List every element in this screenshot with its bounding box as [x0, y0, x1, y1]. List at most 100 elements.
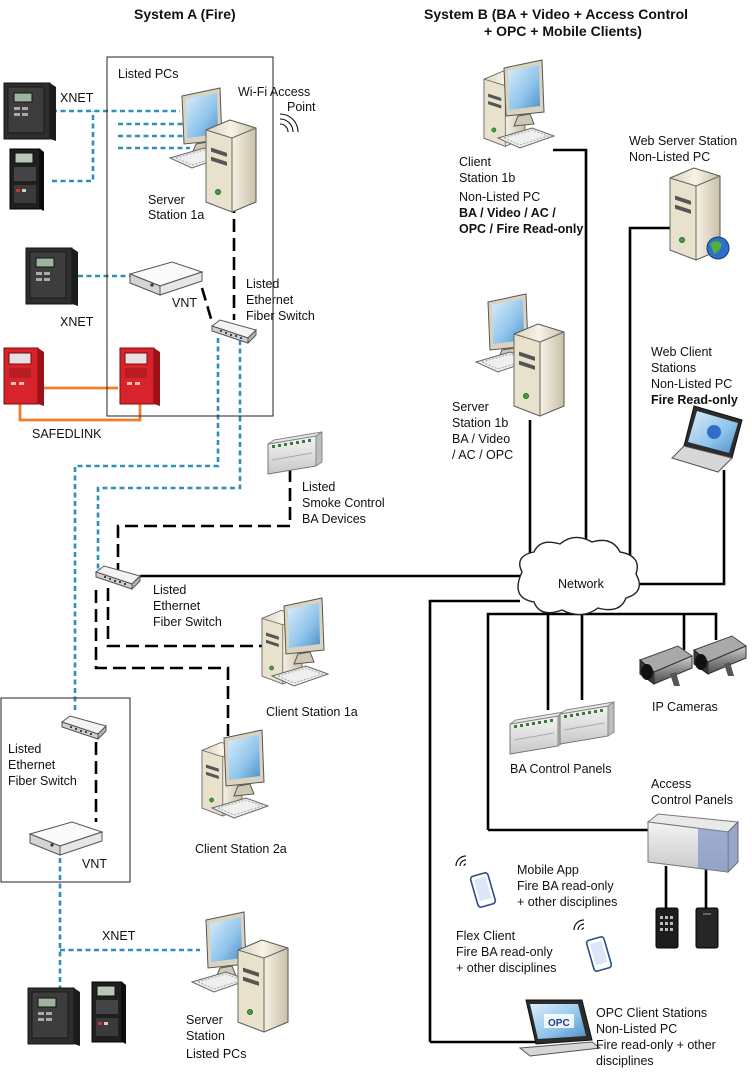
card-reader-icon[interactable] [695, 907, 719, 949]
fire-panel-red-icon[interactable] [3, 347, 45, 407]
wifi-icon [279, 113, 299, 133]
client-station-1a-label: Client Station 1a [266, 705, 358, 719]
fiber-down-1 [73, 338, 220, 712]
network-cloud-icon [517, 536, 640, 616]
flex-client-label: + other disciplines [456, 961, 556, 975]
vnt-icon[interactable] [129, 261, 203, 296]
network-bus [428, 599, 718, 1042]
wireless-icon [455, 855, 467, 867]
web-server-label: Web Server Station [629, 134, 737, 148]
smoke-control-label: Listed [302, 480, 335, 494]
fiber-down-2 [96, 340, 242, 572]
fire-panel-icon[interactable] [3, 82, 57, 142]
mobile-app-label: Mobile App [517, 863, 579, 877]
flex-client-label: Fire BA read-only [456, 945, 553, 959]
access-control-panel-icon[interactable] [646, 813, 740, 874]
server-station-1b-icon[interactable] [475, 293, 565, 417]
fiber-switch-label: Listed [8, 742, 41, 756]
client-station-1a-icon[interactable] [261, 597, 329, 687]
switch-client1a-link [106, 588, 272, 648]
wifi-ap-label-2: Point [287, 100, 316, 114]
fiber-switch-label: Ethernet [246, 293, 294, 307]
vnt-switch-link [200, 287, 214, 323]
server-station-1b-label: Station 1b [452, 416, 508, 430]
opc-client-label: Fire read-only + other [596, 1038, 716, 1052]
system-b-title: System B (BA + Video + Access Control [424, 6, 688, 22]
connections [18, 109, 726, 1044]
safedlink-label: SAFEDLINK [32, 427, 102, 441]
smoke-control-device-icon[interactable] [267, 431, 323, 475]
switch-client2a-link [94, 590, 230, 736]
fire-panel-icon[interactable] [25, 247, 79, 307]
fiber-switch-label: Listed [153, 583, 186, 597]
opc-logo: OPC [548, 1018, 570, 1029]
client-station-1b-label: Client [459, 155, 491, 169]
ba-control-panel-icon[interactable] [559, 701, 615, 745]
wireless-icon [573, 919, 585, 931]
web-client-role: Fire Read-only [651, 393, 738, 407]
client-station-1b-type: Non-Listed PC [459, 190, 540, 204]
network-label: Network [558, 577, 605, 591]
server-station-1b-label: / AC / OPC [452, 448, 513, 462]
webserver-link [628, 226, 670, 560]
vnt-label: VNT [172, 296, 197, 310]
web-client-label: Stations [651, 361, 696, 375]
access-panels-label: Access [651, 777, 691, 791]
ba-panels-label: BA Control Panels [510, 762, 611, 776]
fire-panel-icon[interactable] [27, 987, 81, 1047]
opc-client-label: OPC Client Stations [596, 1006, 707, 1020]
server-station-label: Server [186, 1013, 223, 1027]
mobile-app-label: + other disciplines [517, 895, 617, 909]
mobile-app-label: Fire BA read-only [517, 879, 614, 893]
access-panels-label: Control Panels [651, 793, 733, 807]
opc-client-label: Non-Listed PC [596, 1022, 677, 1036]
web-server-icon[interactable] [669, 167, 730, 261]
fiber-switch-icon[interactable] [61, 715, 107, 740]
listed-pcs-label: Listed PCs [186, 1047, 246, 1061]
xnet-label: XNET [60, 91, 94, 105]
fire-panel-icon[interactable] [9, 148, 45, 212]
vnt-label: VNT [82, 857, 107, 871]
safedlink-loop [18, 400, 142, 422]
web-client-laptop-icon[interactable] [671, 405, 743, 473]
server-station-label: Station [186, 1029, 225, 1043]
system-b-title: + OPC + Mobile Clients) [484, 23, 642, 39]
client-station-1b-icon[interactable] [483, 59, 555, 149]
server-station-1a-label: Server [148, 193, 185, 207]
server-station-1b-label: BA / Video [452, 432, 510, 446]
smoke-switch-link [116, 450, 292, 572]
vnt-icon[interactable] [29, 821, 103, 856]
system-a-title: System A (Fire) [134, 6, 236, 22]
client1b-link [553, 148, 588, 560]
smoke-control-label: BA Devices [302, 512, 366, 526]
mobile-phone-icon[interactable] [469, 871, 497, 909]
fiber-switch-label: Fiber Switch [246, 309, 315, 323]
fire-panel-icon[interactable] [91, 981, 127, 1045]
ip-camera-icon[interactable] [639, 645, 693, 687]
ip-camera-icon[interactable] [693, 635, 747, 677]
xnet-link-top-2 [52, 111, 95, 183]
client-station-2a-icon[interactable] [201, 729, 269, 819]
card-reader-icon[interactable] [655, 907, 679, 949]
ba-control-panel-icon[interactable] [509, 711, 565, 755]
web-server-label: Non-Listed PC [629, 150, 710, 164]
client-station-1b-roles: OPC / Fire Read-only [459, 222, 583, 236]
fire-panel-red-icon[interactable] [119, 347, 161, 407]
webclient-link [640, 470, 726, 586]
wifi-dashes [118, 122, 190, 150]
smoke-control-label: Smoke Control [302, 496, 385, 510]
server-station-1a-label: Station 1a [148, 208, 204, 222]
listed-pcs-enclosure-top [106, 56, 274, 417]
fiber-switch-label: Listed [246, 277, 279, 291]
web-client-label: Non-Listed PC [651, 377, 732, 391]
flex-client-label: Flex Client [456, 929, 516, 943]
fiber-switch-label: Ethernet [153, 599, 201, 613]
fiber-switch-label: Ethernet [8, 758, 56, 772]
opc-client-laptop-icon[interactable]: OPC [519, 999, 601, 1057]
fiber-switch-icon[interactable] [95, 565, 141, 590]
wifi-ap-label-1: Wi-Fi Access [238, 85, 310, 99]
mobile-phone-icon[interactable] [585, 935, 613, 973]
reader-links [664, 866, 708, 908]
xnet-label: XNET [60, 315, 94, 329]
